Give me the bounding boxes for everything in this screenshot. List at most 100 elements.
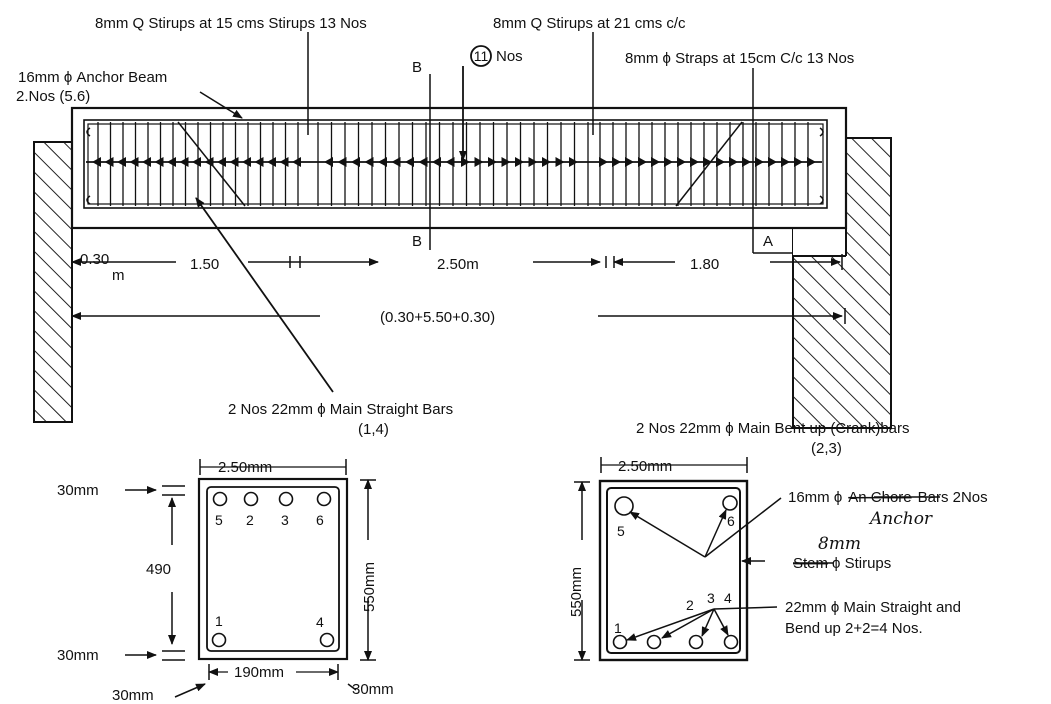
stirrups-mid-label: 8mm Q Stirups at 21 cms c/c: [493, 15, 686, 32]
nos-label: Nos: [496, 48, 523, 65]
right-stirrups-tail: ϕ Stirups: [832, 555, 891, 572]
left-bar-label-5: 5: [215, 512, 223, 528]
bar-arrowhead: [391, 157, 401, 167]
bar-arrowhead: [716, 157, 725, 167]
right-cross-section: [598, 479, 749, 662]
bar-arrowhead: [807, 157, 816, 167]
left-dim-height: 550mm: [361, 562, 378, 612]
right-anchor-bars-text: 16mm ϕ: [788, 489, 842, 506]
bar-arrowhead: [432, 157, 441, 167]
left-bar-label-6: 6: [316, 512, 324, 528]
right-bar-label-4: 4: [724, 590, 732, 606]
bar-arrowhead: [599, 157, 608, 167]
bar-arrowhead: [690, 157, 699, 167]
bar-arrowhead: [154, 157, 164, 167]
bar-arrowhead: [703, 157, 712, 167]
left-dim-inner-width: 190mm: [234, 664, 284, 681]
bar-arrowhead: [542, 157, 551, 167]
bar-arrowhead: [474, 157, 484, 167]
circled-count: 11: [470, 45, 492, 67]
bar-arrowhead: [364, 157, 374, 167]
bar-arrowhead: [92, 157, 101, 167]
bar-arrowhead: [768, 157, 777, 167]
bar-arrowhead: [324, 157, 333, 167]
right-section-dimensions: [574, 457, 748, 661]
bar-arrowhead: [279, 157, 289, 167]
bar-arrowhead: [501, 157, 511, 167]
right-stirrups-hand: 8mm: [818, 534, 861, 554]
bar-arrowhead: [142, 157, 151, 167]
left-cross-section: [197, 477, 349, 661]
bar-arrowhead: [179, 157, 189, 167]
anchor-beam-label-line2: 2.Nos (5.6): [16, 88, 90, 105]
left-dim-cover-bottom: 30mm: [57, 647, 99, 664]
bar-arrowhead: [612, 157, 621, 167]
dim-mid-span: 2.50m: [437, 256, 479, 273]
bar-arrowhead: [337, 157, 347, 167]
main-straight-label-line2: (1,4): [358, 421, 389, 438]
bar-arrowhead: [229, 157, 239, 167]
right-dim-height: 550mm: [568, 567, 585, 617]
bar-arrowhead: [351, 157, 360, 167]
bar-arrowhead: [555, 157, 565, 167]
dim-left-span: 1.50: [190, 256, 219, 273]
left-support: [33, 141, 73, 423]
bar-arrowhead: [378, 157, 387, 167]
dim-total: (0.30+5.50+0.30): [380, 309, 495, 326]
bar-arrowhead: [651, 157, 660, 167]
left-section-dimensions: [125, 459, 376, 698]
bar-arrowhead: [755, 157, 764, 167]
anchor-beam-label-line1: 16mm ϕ Anchor Beam: [18, 69, 167, 86]
leader-lines: [195, 32, 793, 393]
bar-arrowhead: [242, 157, 251, 167]
left-bar-label-2: 2: [246, 512, 254, 528]
bar-arrowhead: [104, 157, 114, 167]
bar-end-hooks: [86, 127, 824, 205]
bar-arrowhead: [405, 157, 414, 167]
right-anchor-bars-tail: Bars 2Nos: [918, 489, 988, 506]
left-bar-label-1: 1: [215, 613, 223, 629]
bar-arrowhead: [117, 157, 126, 167]
dim-support-unit: m: [112, 267, 125, 284]
bar-arrowhead: [742, 157, 751, 167]
left-dim-width: 2.50mm: [218, 459, 272, 476]
section-a-label: A: [763, 233, 773, 250]
circled-count-value: 11: [474, 48, 489, 64]
stirrups-left-label: 8mm Q Stirups at 15 cms Stirups 13 Nos: [95, 15, 367, 32]
bar-arrowhead: [794, 157, 803, 167]
right-dim-width: 2.50mm: [618, 458, 672, 475]
right-bar-label-2: 2: [686, 597, 694, 613]
bar-arrowhead: [418, 157, 428, 167]
bar-arrowhead: [677, 157, 686, 167]
bar-arrowhead: [569, 157, 578, 167]
bar-arrowhead: [729, 157, 738, 167]
bar-arrowhead: [625, 157, 634, 167]
left-dim-cover-right: 30mm: [352, 681, 394, 698]
bent-bars-label-line1: 2 Nos 22mm ϕ Main Bent up (Crank)bars: [636, 420, 910, 437]
bar-arrowhead: [638, 157, 647, 167]
span-dimension-row: [71, 254, 843, 270]
bar-arrowhead: [488, 157, 497, 167]
dim-right-span: 1.80: [690, 256, 719, 273]
left-bar-label-4: 4: [316, 614, 324, 630]
right-section-leaders: [626, 497, 782, 641]
right-main-label-line2: Bend up 2+2=4 Nos.: [785, 620, 923, 637]
bar-arrowhead: [267, 157, 276, 167]
main-straight-label-line1: 2 Nos 22mm ϕ Main Straight Bars: [228, 401, 453, 418]
bent-bars-label-line2: (2,3): [811, 440, 842, 457]
bar-arrowhead: [167, 157, 176, 167]
bar-arrowhead: [129, 157, 139, 167]
left-dim-cover-left: 30mm: [112, 687, 154, 704]
right-bar-label-6: 6: [727, 513, 735, 529]
left-dim-inner-height: 490: [146, 561, 171, 578]
bar-arrowhead: [445, 157, 455, 167]
bar-arrowhead: [292, 157, 301, 167]
section-b-top-label: B: [412, 59, 422, 76]
total-dimension-row: [71, 308, 846, 324]
right-bar-label-1: 1: [614, 620, 622, 636]
main-bar-arrows: [86, 157, 822, 167]
bar-arrowhead: [254, 157, 264, 167]
bar-arrowhead: [528, 157, 538, 167]
left-dim-cover-top: 30mm: [57, 482, 99, 499]
